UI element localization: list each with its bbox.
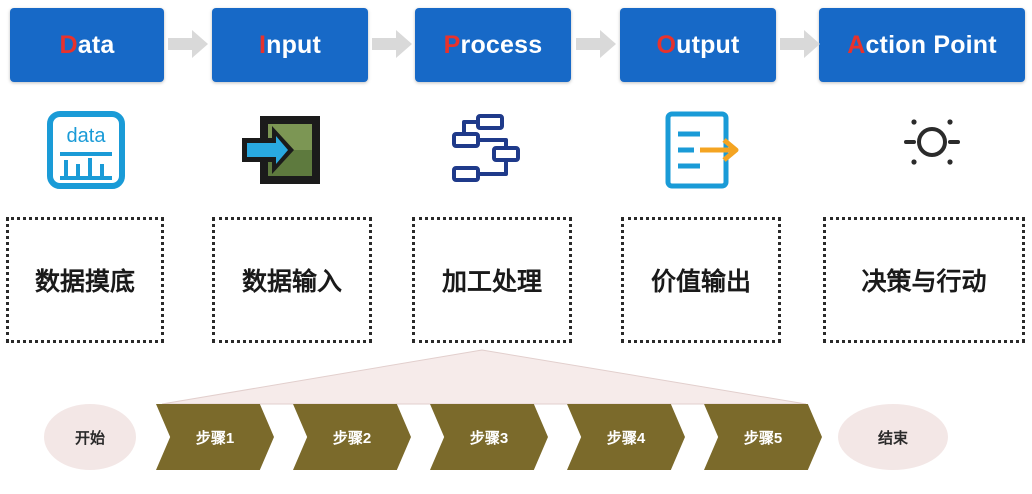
header-rest: ata [77,30,115,59]
output-list-icon [665,111,739,189]
flow-step: 步骤2 [293,404,411,470]
header-rest: utput [676,30,740,59]
flow-step-label: 步骤3 [469,429,509,447]
right-arrow-icon [168,30,208,58]
flow-start: 开始 [44,404,136,470]
header-initial: D [59,30,78,59]
stage-label: 价值输出 [650,268,751,296]
flow-end: 结束 [838,404,948,470]
flow-step: 步骤4 [567,404,685,470]
header-rest: rocess [460,30,543,59]
stage-box: 数据输入 [212,217,372,343]
header-initial: O [656,30,677,59]
flow-step: 步骤5 [704,404,822,470]
input-arrow-icon [242,116,320,184]
stage-label: 加工处理 [441,268,542,296]
stage-box: 价值输出 [621,217,781,343]
flow-end-label: 结束 [877,429,908,447]
data-chart-icon: data [47,111,125,189]
flow-step-label: 步骤5 [743,429,783,447]
stage-box: 加工处理 [412,217,572,343]
stage-label: 数据输入 [241,268,342,296]
header-rest: ction Point [865,30,997,59]
flow-step-label: 步骤2 [332,429,372,447]
icon-label: data [67,125,107,147]
flow-step: 步骤3 [430,404,548,470]
header-rest: nput [266,30,322,59]
right-arrow-icon [576,30,616,58]
flow-step-label: 步骤4 [606,429,646,447]
stage-label: 决策与行动 [861,268,987,296]
stage-label: 数据摸底 [34,268,135,296]
stage-box: 决策与行动 [823,217,1025,343]
right-arrow-icon [372,30,412,58]
header-initial: A [847,30,866,59]
flow-step: 步骤1 [156,404,274,470]
sun-icon [904,119,960,165]
flow-step-label: 步骤1 [195,429,235,447]
header-initial: I [258,30,267,59]
stage-box: 数据摸底 [6,217,164,343]
right-arrow-icon [780,30,820,58]
flow-start-label: 开始 [74,429,105,447]
process-flow-icon [452,114,520,182]
header-initial: P [443,30,461,59]
